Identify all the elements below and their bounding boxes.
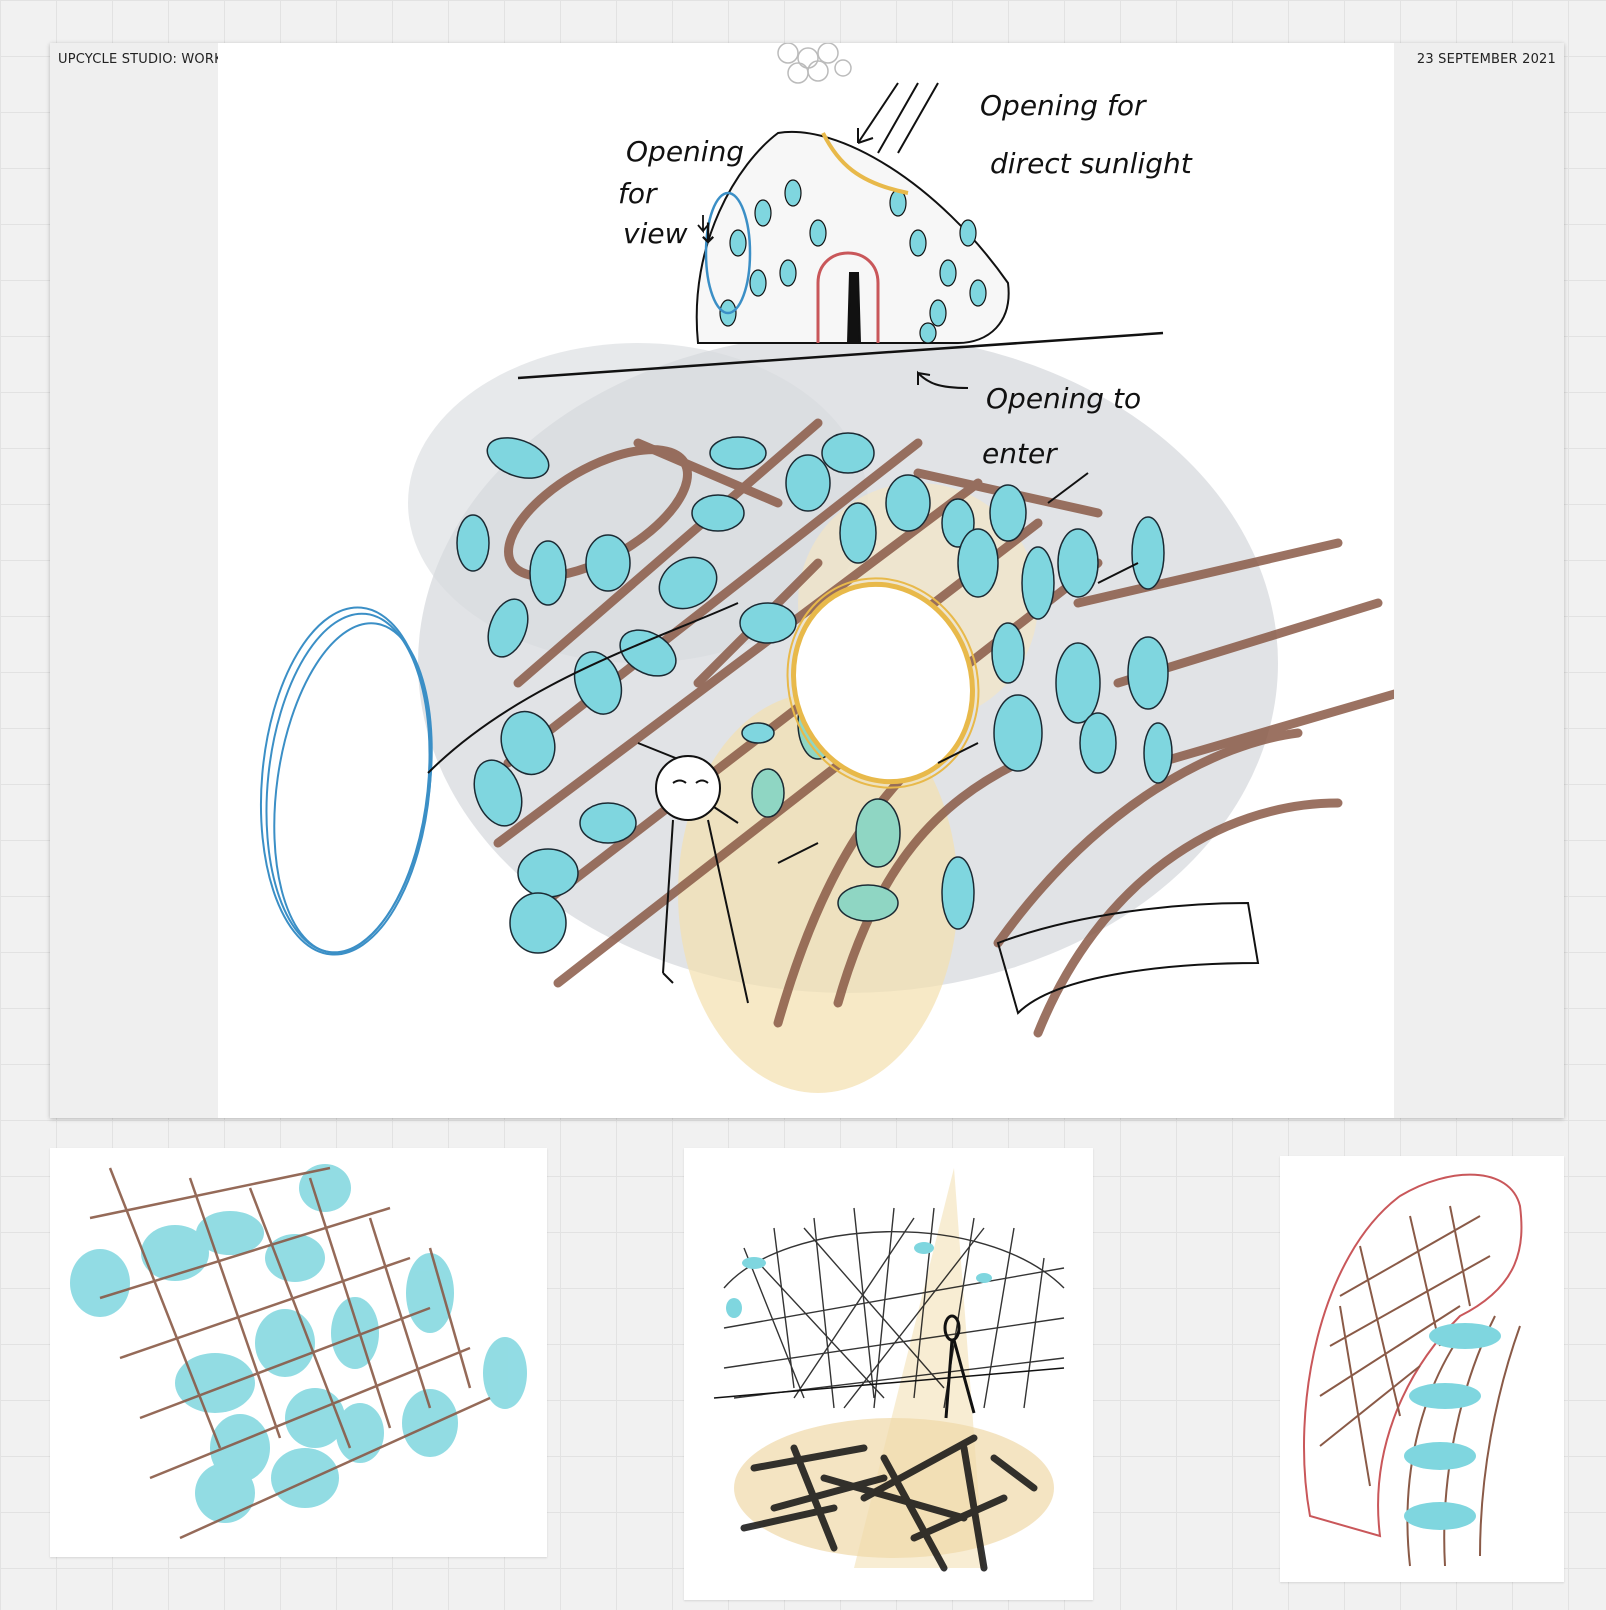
light-pool <box>734 1418 1054 1558</box>
cloud-scribble <box>777 43 852 84</box>
note-enter-line-1: Opening to <box>986 382 1141 415</box>
brown-grid <box>89 1166 491 1540</box>
annotations: Opening for view ↓ Opening for direct su… <box>618 89 1193 470</box>
note-sunlight-line-2: direct sunlight <box>990 147 1193 180</box>
main-sketch-image: Opening for view ↓ Opening for direct su… <box>218 43 1394 1118</box>
section-sketch-card[interactable] <box>1280 1156 1564 1582</box>
sunlight-opening <box>786 577 980 789</box>
floor-sticks <box>740 1434 1038 1572</box>
pavilion-sketch: Opening for view ↓ Opening for direct su… <box>259 43 1394 1093</box>
note-view-line-2: for <box>618 177 658 210</box>
note-enter-line-2: enter <box>982 437 1058 470</box>
elevation-sketch <box>517 43 1164 389</box>
frame-date: 23 SEPTEMBER 2021 <box>1416 52 1556 67</box>
note-view-line-3: view ↓ <box>623 217 720 250</box>
cyan-pods <box>1404 1323 1501 1530</box>
black-linework <box>427 472 1260 1015</box>
interior-sketch <box>713 1168 1065 1572</box>
cyan-dots <box>726 1242 992 1318</box>
note-sunlight-line-1: Opening for <box>980 89 1147 122</box>
view-arrow-icon <box>697 215 709 234</box>
section-sketch <box>1303 1173 1523 1567</box>
note-view-line-1: Opening <box>626 135 744 168</box>
enter-arrow-icon <box>917 370 969 389</box>
pattern-sketch-card[interactable] <box>50 1148 547 1557</box>
sketch-frame[interactable]: UPCYCLE STUDIO: WORKSHOP 3 23 SEPTEMBER … <box>50 43 1564 1118</box>
grid-pods-sketch <box>70 1164 527 1540</box>
view-opening <box>259 606 433 956</box>
brown-structure <box>493 418 1394 1038</box>
brown-lattice <box>1319 1205 1521 1567</box>
stick-canopy <box>723 1207 1065 1409</box>
sunlight-arrows-icon <box>857 82 939 154</box>
grey-wash-top <box>408 343 868 663</box>
interior-sketch-card[interactable] <box>684 1148 1093 1600</box>
ground-line <box>713 1367 1065 1399</box>
red-outline <box>1303 1173 1523 1538</box>
person-figure <box>655 755 749 1004</box>
